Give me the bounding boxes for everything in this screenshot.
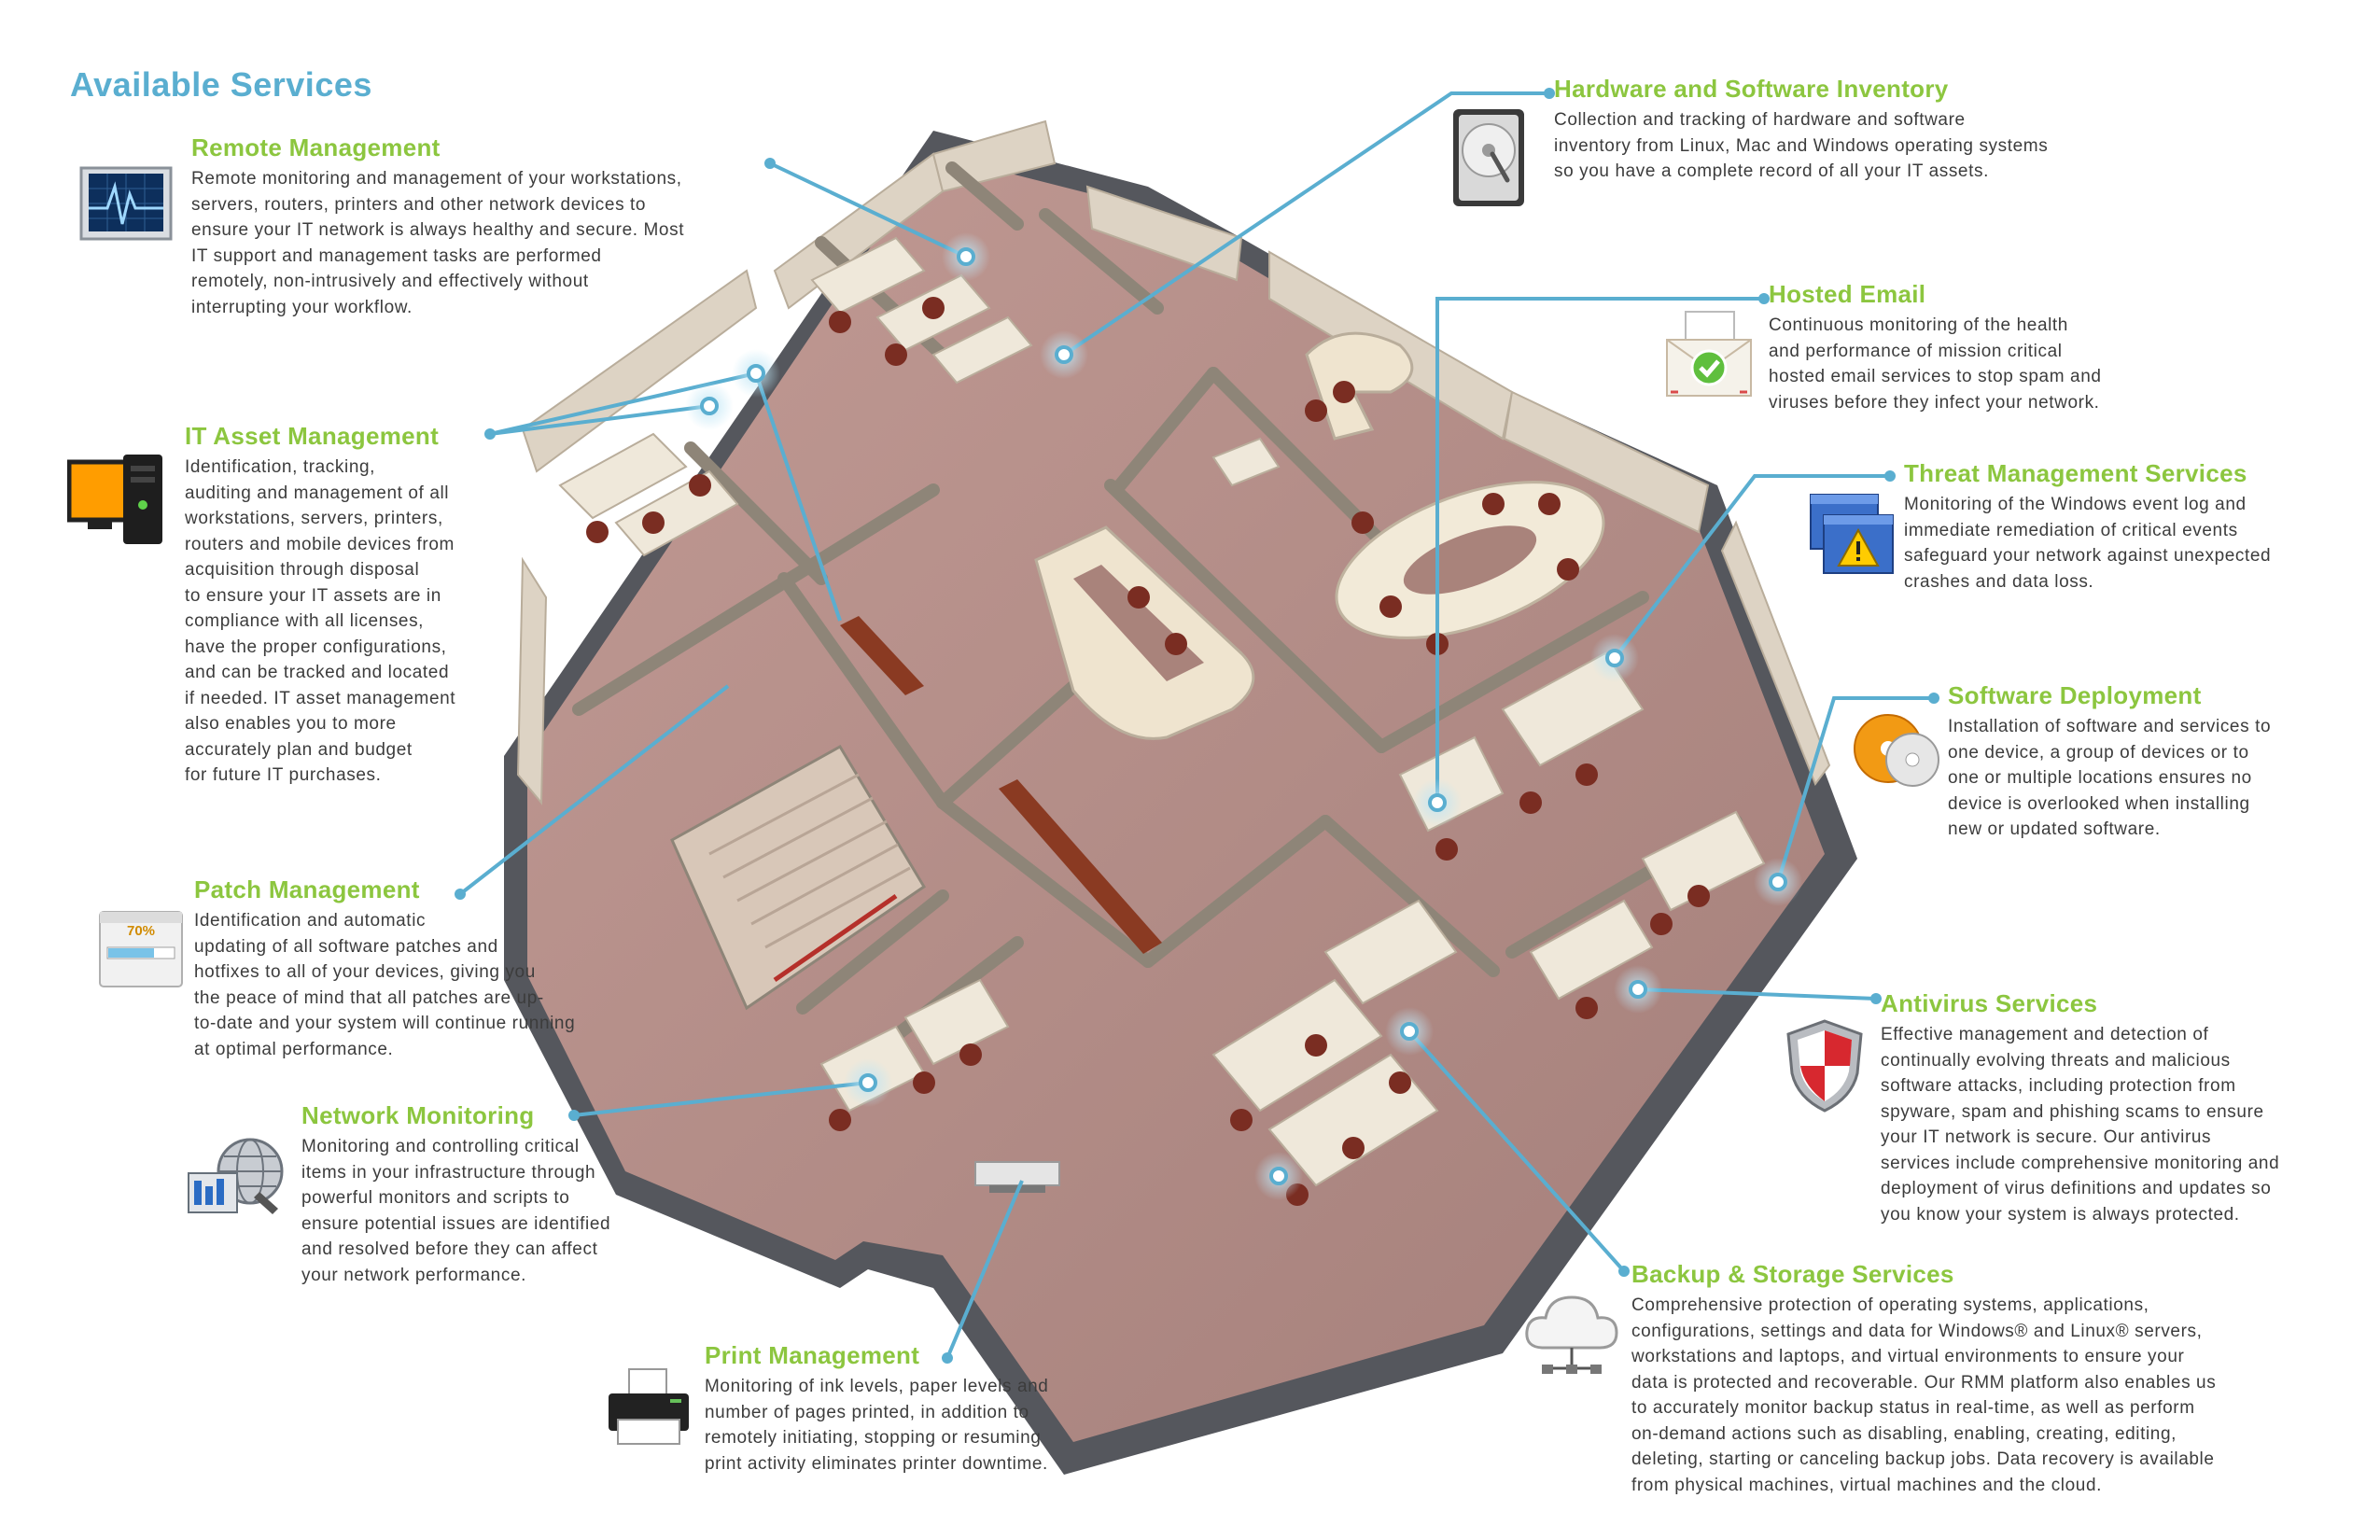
cloud-network-icon [1525, 1295, 1618, 1374]
globe-network-icon [188, 1138, 284, 1214]
office-chairs [586, 297, 1710, 1206]
service-title: Hardware and Software Inventory [1554, 75, 1949, 103]
service-title: IT Asset Management [185, 422, 440, 450]
service-title: Patch Management [194, 875, 420, 903]
service-it-asset-management: IT Asset Management Identification, trac… [185, 422, 521, 789]
service-title: Network Monitoring [301, 1101, 535, 1129]
stairwell [670, 744, 927, 1011]
red-couches [840, 616, 1162, 954]
service-description: Monitoring and controlling critical item… [301, 1137, 611, 1285]
warning-window-icon [1810, 494, 1894, 574]
service-description: Collection and tracking of hardware and … [1554, 110, 2049, 181]
service-patch-management: Patch Management Identification and auto… [194, 875, 679, 1062]
service-description: Installation of software and services to… [1948, 717, 2272, 839]
service-description: Remote monitoring and management of your… [191, 169, 685, 317]
network-nodes [685, 232, 1802, 1200]
service-title: Print Management [705, 1341, 920, 1369]
service-description: Monitoring of the Windows event log and … [1904, 495, 2272, 592]
service-hosted-email: Hosted Email Continuous monitoring of th… [1769, 280, 2217, 415]
service-software-deployment: Software Deployment Installation of soft… [1948, 681, 2359, 843]
progress-window-icon: 70% [98, 910, 184, 989]
service-description: Identification and automatic updating of… [194, 911, 576, 1059]
office-floor [527, 154, 1825, 1442]
service-hardware-software-inventory: Hardware and Software Inventory Collecti… [1554, 75, 2207, 185]
service-description: Comprehensive protection of operating sy… [1631, 1295, 2217, 1495]
partition-walls [572, 161, 1743, 1071]
connector-lines [458, 91, 1934, 1359]
service-description: Continuous monitoring of the health and … [1769, 315, 2102, 413]
computer-tower-icon [67, 455, 162, 544]
service-antivirus: Antivirus Services Effective management … [1881, 989, 2366, 1227]
service-backup-storage: Backup & Storage Services Comprehensive … [1631, 1260, 2369, 1498]
service-title: Remote Management [191, 133, 441, 161]
service-title: Software Deployment [1948, 681, 2202, 709]
service-description: Identification, tracking, auditing and m… [185, 457, 456, 785]
service-title: Threat Management Services [1904, 459, 2247, 487]
progress-window-frame [99, 911, 183, 987]
service-description: Monitoring of ink levels, paper levels a… [705, 1377, 1049, 1474]
email-envelope-icon [1666, 311, 1752, 397]
hard-drive-icon [1453, 109, 1524, 206]
service-print-management: Print Management Monitoring of ink level… [705, 1341, 1227, 1477]
heartbeat-monitor-icon [79, 166, 173, 241]
shield-icon [1786, 1019, 1863, 1113]
lounge-desk [1305, 331, 1414, 441]
page-title: Available Services [70, 65, 372, 104]
service-remote-management: Remote Management Remote monitoring and … [191, 133, 789, 320]
service-network-monitoring: Network Monitoring Monitoring and contro… [301, 1101, 693, 1288]
service-title: Hosted Email [1769, 280, 1926, 308]
service-threat-management: Threat Management Services Monitoring of… [1904, 459, 2352, 595]
cd-disc-icon [1854, 714, 1939, 787]
connector-dots [455, 88, 1939, 1364]
service-title: Backup & Storage Services [1631, 1260, 1954, 1288]
service-description: Effective management and detection of co… [1881, 1025, 2280, 1225]
service-title: Antivirus Services [1881, 989, 2098, 1017]
progress-label: 70% [126, 923, 156, 939]
printer-icon [609, 1368, 689, 1445]
